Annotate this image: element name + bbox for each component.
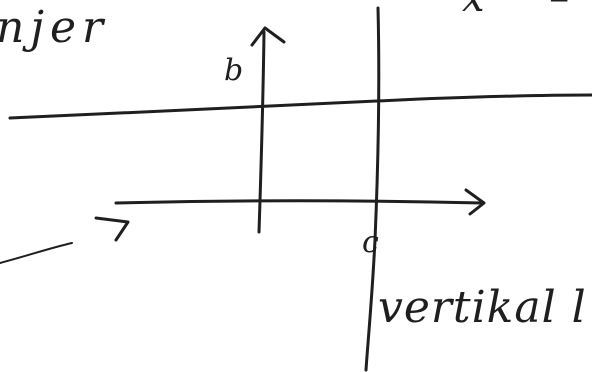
horizontal-arrow-head [464, 188, 486, 216]
hook-mark [94, 216, 130, 242]
diagonal-stroke [0, 242, 73, 264]
top-left-word: njer [0, 2, 110, 53]
vertical-arrow-b-head [250, 26, 286, 47]
horizontal-line [8, 93, 592, 120]
label-c: c [362, 225, 379, 260]
vertical-line-c [364, 6, 381, 372]
label-b: b [224, 53, 244, 88]
bottom-word: vertikal l [378, 282, 587, 333]
vertical-arrow-b-shaft [257, 30, 266, 234]
horizontal-arrow-shaft [114, 199, 484, 205]
top-right-symbols: x – [462, 0, 592, 18]
